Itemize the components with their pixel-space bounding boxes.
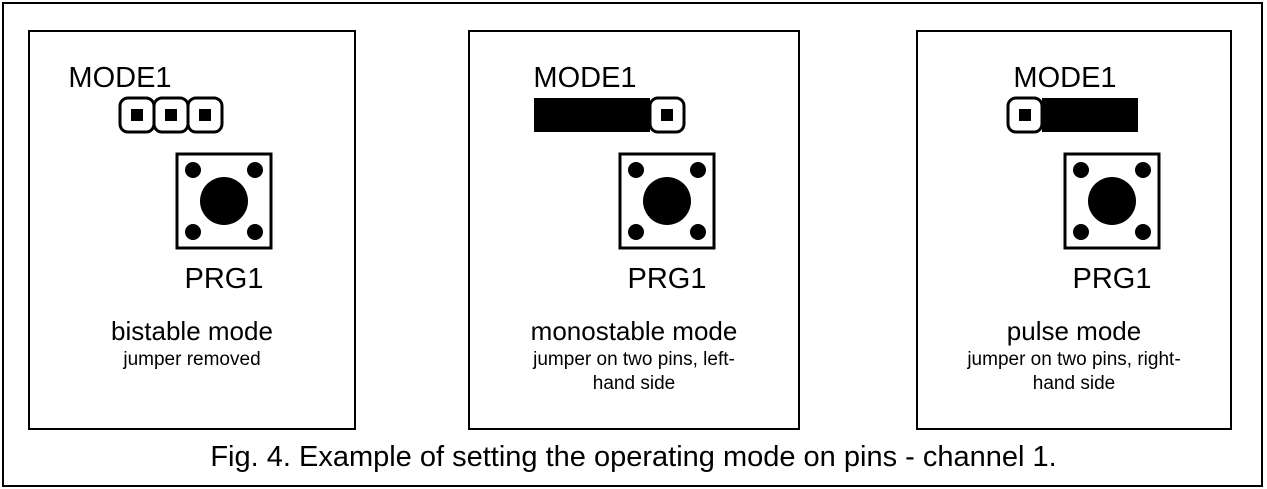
mode1-label: MODE1: [533, 62, 636, 94]
prg1-label: PRG1: [185, 263, 264, 295]
mode-title: pulse mode: [1006, 316, 1142, 346]
mode-title: bistable mode: [111, 316, 273, 346]
figure-caption: Fig. 4. Example of setting the operating…: [210, 441, 1057, 473]
mode-description-line: jumper removed: [123, 349, 261, 370]
panel-monostable: MODE1 PRG1 monostable mode jumper on two…: [468, 30, 800, 430]
mode1-label: MODE1: [68, 62, 171, 94]
push-button-icon: [1063, 152, 1161, 250]
pin-header: [1006, 96, 1138, 134]
mode-description-line: hand side: [1032, 373, 1116, 394]
prg1-label: PRG1: [1073, 263, 1152, 295]
jumper-diagram-pulse: MODE1 PRG1: [1006, 62, 1161, 295]
jumper-left: [534, 98, 650, 132]
panel-bistable: MODE1 PRG1 bistable mode jumper removed: [28, 30, 356, 430]
mode-description-line: hand side: [592, 373, 676, 394]
mode-description-line: jumper on two pins, right-: [967, 349, 1181, 370]
mode1-label: MODE1: [1013, 62, 1116, 94]
pin-header: [118, 96, 224, 134]
panel-pulse: MODE1 PRG1 pulse mode jumper on two pins…: [916, 30, 1232, 430]
jumper-diagram-monostable: MODE1 PRG1: [533, 62, 716, 295]
push-button-icon: [618, 152, 716, 250]
prg1-label: PRG1: [628, 263, 707, 295]
jumper-right: [1042, 98, 1138, 132]
mode-title: monostable mode: [530, 316, 738, 346]
mode-description-line: jumper on two pins, left-: [533, 349, 735, 370]
push-button-icon: [175, 152, 273, 250]
pin-header: [534, 96, 686, 134]
jumper-diagram-bistable: MODE1 PRG1: [68, 62, 273, 295]
